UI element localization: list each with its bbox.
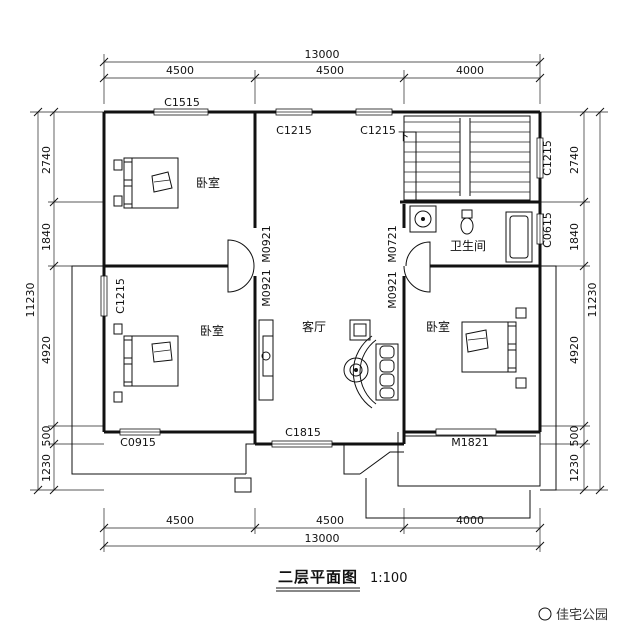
room-label-bedroom-upper-left: 卧室 [196,175,220,190]
bathtub-icon [505,211,533,263]
dim-top-w3: 4000 [456,64,484,77]
dim-top-w1: 4500 [166,64,194,77]
label-m0721: M0721 [386,225,399,263]
room-label-living-room: 客厅 [302,319,326,334]
dim-right-h4: 500 [568,426,581,447]
dim-top-total: 13000 [305,48,340,61]
bathroom-fixtures [409,205,533,263]
label-m0921-lower: M0921 [260,269,273,307]
door-swing-lower-left [227,265,255,293]
top-dimensions: 13000 4500 4500 4000 [99,48,545,104]
dim-left-h5: 1230 [40,454,53,482]
label-c1215-right: C1215 [541,140,554,176]
label-c0615: C0615 [541,212,554,248]
label-c1815: C1815 [285,426,321,439]
dim-bottom-w3: 4000 [456,514,484,527]
plan-title-text: 二层平面图 [278,568,358,586]
label-m1821: M1821 [451,436,489,449]
tv-cabinet-icon [258,319,274,401]
dim-right-h1: 2740 [568,146,581,174]
dim-right-total: 11230 [586,283,599,318]
label-c0915: C0915 [120,436,156,449]
sink-icon [409,205,437,233]
label-c1215-left: C1215 [114,278,127,314]
room-label-bedroom-right: 卧室 [426,319,450,334]
dim-bottom-w1: 4500 [166,514,194,527]
dim-left-h2: 1840 [40,223,53,251]
plan-title: 二层平面图 1:100 [276,568,407,592]
balcony-outlines [71,265,557,519]
label-c1215-top-b: C1215 [360,124,396,137]
dim-left-h4: 500 [40,426,53,447]
label-c1215-top-a: C1215 [276,124,312,137]
label-m0921-right: M0921 [386,271,399,309]
dim-bottom-w2: 4500 [316,514,344,527]
room-label-bathroom: 卫生间 [450,239,486,253]
dim-top-w2: 4500 [316,64,344,77]
staircase: 下 [398,115,531,201]
watermark-text: 佳宅公园 [556,608,608,623]
watermark: 佳宅公园 [538,607,608,623]
door-swing-upper-left [227,239,255,267]
room-label-bedroom-lower-left: 卧室 [200,323,224,338]
bed-icon-upper-left [113,157,179,209]
dim-right-h5: 1230 [568,454,581,482]
dim-left-h3: 4920 [40,336,53,364]
dim-left-h1: 2740 [40,146,53,174]
label-m0921-upper: M0921 [260,225,273,263]
bottom-dimensions: 4500 4500 4000 13000 [99,508,545,552]
stair-direction-label: 下 [398,130,409,143]
dim-right-h2: 1840 [568,223,581,251]
door-m1821 [435,428,497,436]
dim-left-total: 11230 [24,283,37,318]
right-dimensions: 2740 1840 4920 500 1230 11230 [540,107,608,495]
door-swing-bath [405,241,431,267]
windows [100,108,544,448]
plan-scale: 1:100 [370,571,407,586]
dim-right-h3: 4920 [568,336,581,364]
door-swing-right [403,265,431,293]
label-c1515: C1515 [164,96,200,109]
doors [227,239,431,293]
sofa-set-icon [343,319,399,409]
dim-bottom-total: 13000 [305,532,340,545]
toilet-icon [460,209,474,235]
left-dimensions: 11230 2740 1840 4920 500 1230 [24,107,104,495]
bed-icon-right [461,307,527,389]
bed-icon-lower-left [113,323,179,403]
wechat-icon [538,607,552,621]
